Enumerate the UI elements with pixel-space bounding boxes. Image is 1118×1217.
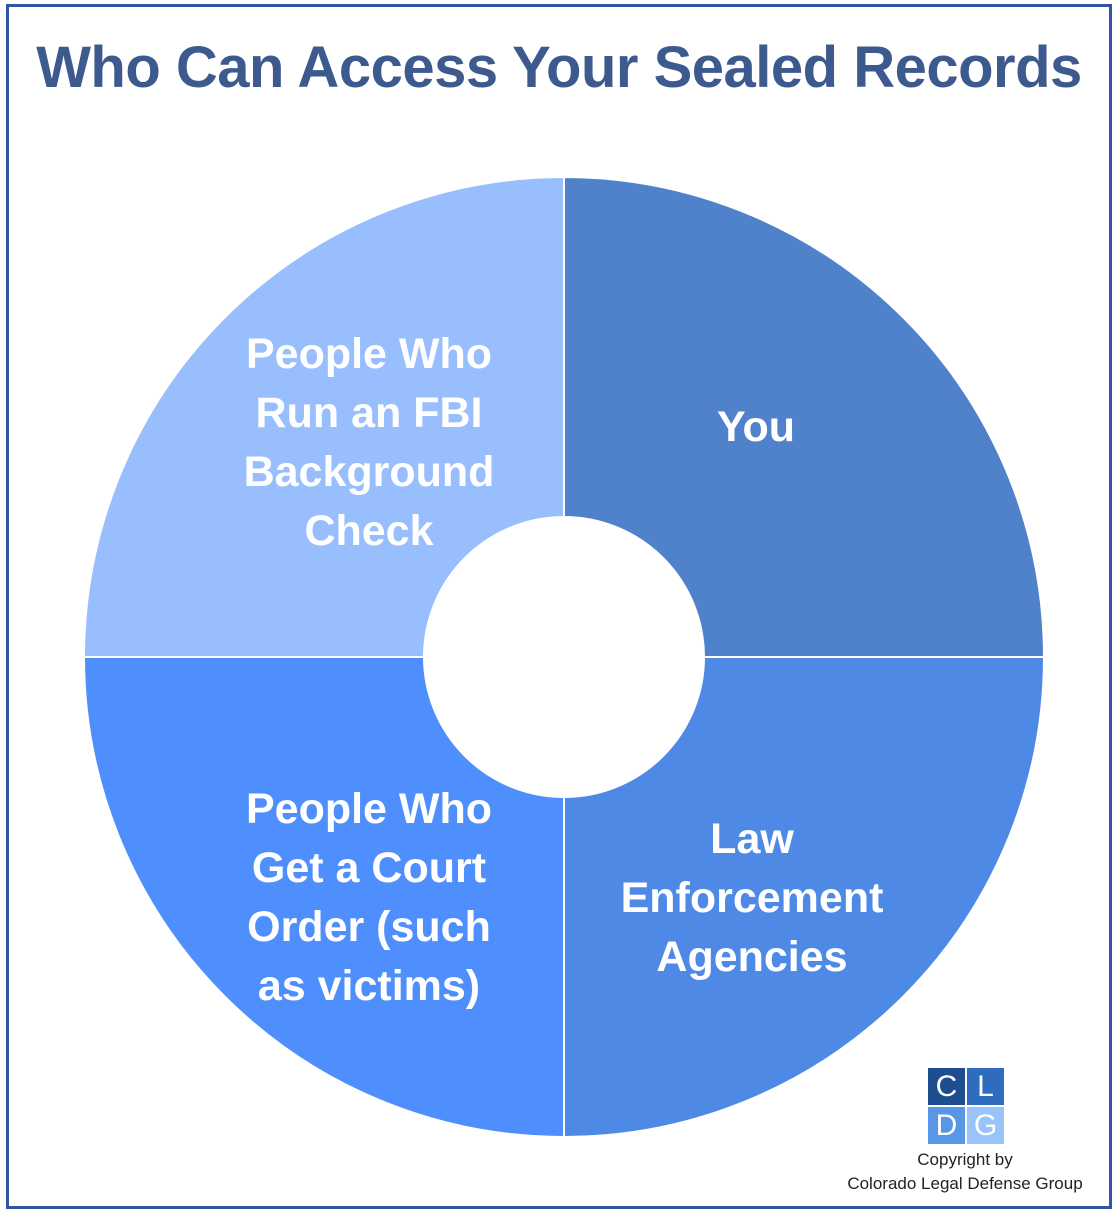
segment-fbi-check — [82, 175, 565, 658]
label-you: You — [716, 403, 796, 451]
segment-court-order — [82, 656, 565, 1139]
logo-letter-d: D — [928, 1107, 965, 1144]
label-court-order: People Who Get a Court Order (such as vi… — [245, 785, 493, 1010]
logo-letter-c: C — [928, 1068, 965, 1105]
cldg-logo: C L D G — [928, 1068, 1004, 1144]
copyright-line-1: Copyright by — [917, 1150, 1013, 1169]
label-fbi-check: People Who Run an FBI Background Check — [243, 330, 495, 555]
page-title: Who Can Access Your Sealed Records — [36, 35, 1082, 100]
copyright-line-2: Colorado Legal Defense Group — [847, 1174, 1083, 1193]
copyright-notice: Copyright by Colorado Legal Defense Grou… — [820, 1148, 1110, 1196]
logo-letter-g: G — [967, 1107, 1004, 1144]
page-border — [6, 4, 1112, 1209]
logo-letter-l: L — [967, 1068, 1004, 1105]
segment-you — [563, 175, 1046, 658]
segment-law-enforcement — [563, 656, 1046, 1139]
label-law-enforcement: Law Enforcement Agencies — [620, 815, 884, 981]
